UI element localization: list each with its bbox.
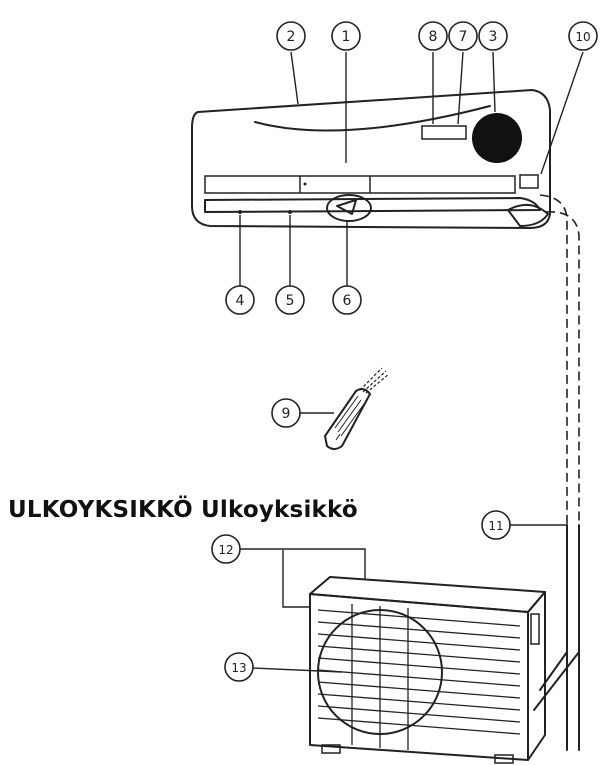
svg-text:9: 9 (282, 406, 291, 422)
leader-lines (239, 51, 584, 673)
callout-10: 10 (568, 21, 598, 51)
callout-8: 8 (418, 21, 448, 51)
sensor-area (472, 113, 522, 163)
remote-control (324, 367, 390, 450)
svg-text:6: 6 (343, 293, 352, 309)
svg-text:12: 12 (218, 543, 233, 557)
callout-5: 5 (275, 285, 305, 315)
display-window (421, 125, 467, 140)
svg-text:2: 2 (287, 29, 296, 45)
callout-2: 2 (276, 21, 306, 51)
svg-text:5: 5 (286, 293, 295, 309)
connecting-pipes (533, 194, 580, 751)
callout-13: 13 (224, 652, 254, 682)
svg-text:13: 13 (231, 661, 246, 675)
outdoor-unit (309, 576, 546, 764)
svg-text:4: 4 (236, 293, 245, 309)
svg-text:10: 10 (575, 30, 590, 44)
callout-1: 1 (331, 21, 361, 51)
indoor-unit (191, 89, 551, 229)
svg-text:3: 3 (489, 29, 498, 45)
svg-text:7: 7 (459, 29, 468, 45)
svg-text:1: 1 (342, 29, 351, 45)
callout-7: 7 (448, 21, 478, 51)
svg-text:11: 11 (488, 519, 503, 533)
callout-9: 9 (271, 398, 301, 428)
callout-3: 3 (478, 21, 508, 51)
callout-11: 11 (481, 510, 511, 540)
callout-4: 4 (225, 285, 255, 315)
callout-6: 6 (332, 285, 362, 315)
callout-12: 12 (211, 534, 241, 564)
outdoor-unit-heading: ULKOYKSIKKÖ Ulkoyksikkö (8, 497, 358, 523)
svg-text:8: 8 (429, 29, 438, 45)
